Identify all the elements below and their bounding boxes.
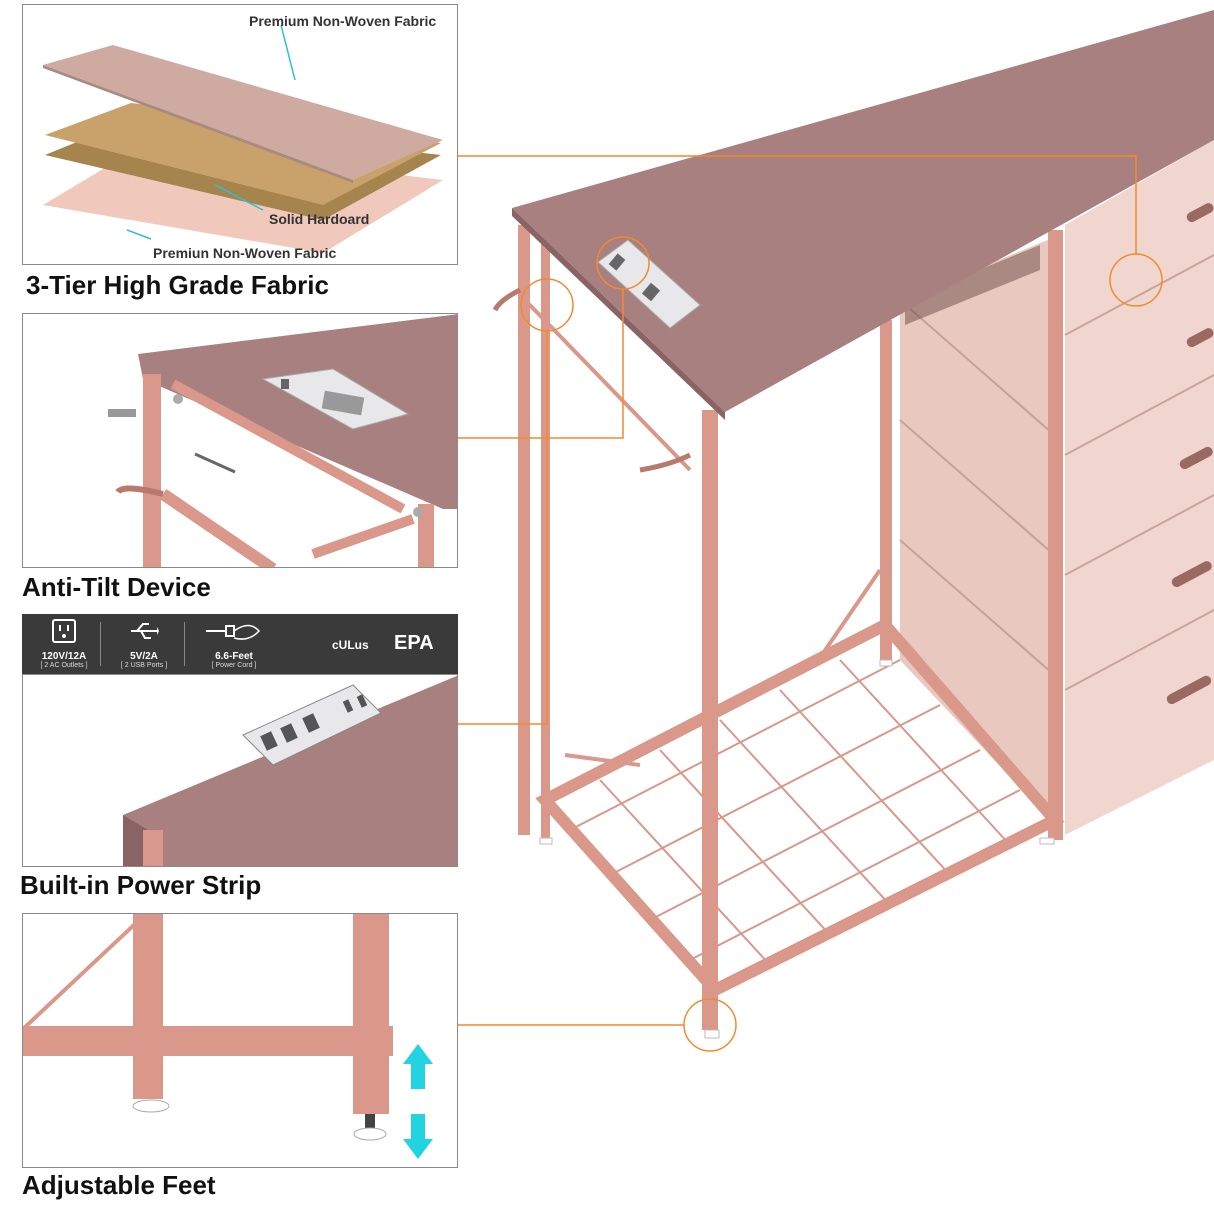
foot (879, 659, 893, 667)
panel-fabric: Premium Non-Woven Fabric Solid Hardoard … (22, 4, 458, 265)
drawer-handles (1166, 203, 1214, 705)
caption-feet: Adjustable Feet (22, 1170, 216, 1200)
adjustable-feet-illustration (23, 914, 433, 1159)
frame-post (518, 225, 530, 835)
frame-post (541, 240, 550, 840)
wire-grid (569, 659, 1021, 966)
height-adjust-arrow-icon (403, 1044, 433, 1159)
foot (539, 837, 553, 845)
foot (704, 1029, 720, 1039)
ac-outlet-icon (52, 619, 76, 643)
frame-post (880, 320, 892, 665)
usb-icon (131, 623, 159, 639)
power-cord-icon (206, 624, 261, 640)
leader-power (458, 289, 624, 439)
power-spec-bar: 120V/12A [ 2 AC Outlets ] 5V/2A [ 2 USB … (22, 614, 458, 674)
power-strip-closeup (123, 675, 457, 866)
callout-top-fabric: Premium Non-Woven Fabric (249, 13, 437, 29)
foot (1039, 837, 1055, 845)
leader-fabric (458, 155, 1137, 254)
caption-power-strip: Built-in Power Strip (20, 870, 262, 900)
epa-cert-badge: EPA (394, 632, 434, 654)
caption-fabric: 3-Tier High Grade Fabric (26, 270, 329, 300)
leader-antitilt (458, 331, 548, 725)
spec-ac: 120V/12A [ 2 AC Outlets ] (30, 618, 98, 669)
panel-anti-tilt (22, 313, 458, 568)
fabric-layers-illustration (43, 24, 443, 253)
power-strip (597, 239, 701, 329)
bottom-shelf-frame (535, 617, 1065, 998)
panel-power-strip (22, 674, 458, 867)
drawer-cabinet-front (1065, 140, 1214, 835)
caption-anti-tilt: Anti-Tilt Device (22, 572, 211, 602)
spec-cord: 6.6-Feet [ Power Cord ] (194, 618, 274, 669)
spec-usb: 5V/2A [ 2 USB Ports ] (110, 618, 178, 669)
panel-feet (22, 913, 458, 1168)
ul-cert-badge: cULus (332, 638, 369, 652)
callout-hardboard: Solid Hardoard (269, 211, 370, 227)
callout-bottom-fabric: Premiun Non-Woven Fabric (153, 245, 337, 261)
anti-tilt-illustration (108, 314, 457, 567)
frame-post (1048, 230, 1063, 840)
